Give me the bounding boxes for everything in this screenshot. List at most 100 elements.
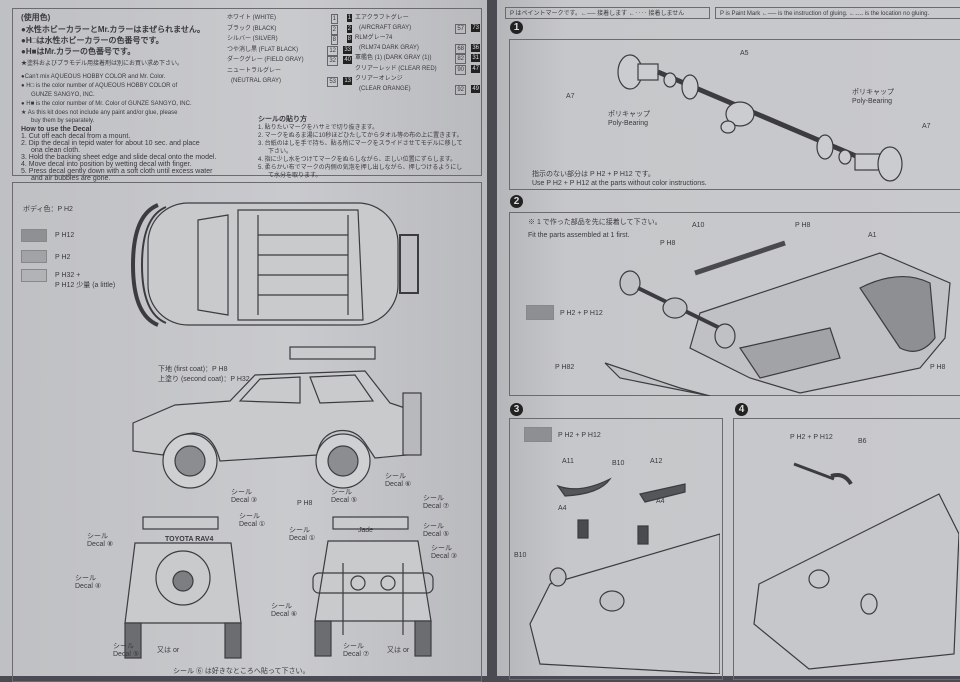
paint-name: 軍艦色 (1) (DARK GRAY (1)) — [355, 55, 432, 61]
floor-assembly-diagram — [753, 462, 959, 670]
decal-word: シール — [231, 489, 252, 496]
body-color-label: ボディ色：P H2 — [23, 206, 73, 213]
decal-en: Decal — [423, 531, 441, 538]
paint-name: RLMグレー74 — [355, 35, 393, 41]
paint-name: ダークグレー (FIELD GRAY) — [227, 57, 304, 63]
aqueous-code: 92 — [455, 85, 466, 95]
aqueous-code: 82 — [455, 54, 466, 64]
car-front-view — [312, 516, 434, 657]
en-line: buy them by separately. — [31, 118, 95, 124]
decal-word: シール — [113, 643, 134, 650]
mr-color-code: 49 — [471, 85, 480, 93]
decal-number: ① — [258, 521, 266, 528]
jp-decal-title: シールの貼り方 — [258, 116, 307, 123]
step4-paint: P H2 + P H12 — [790, 434, 833, 441]
body-painting-panel: ボディ色：P H2 P H12 P H2 P H32 + P H12 少量 (a… — [12, 182, 482, 682]
step1-note-en: Use P H2 + P H12 at the parts without co… — [532, 180, 707, 187]
part-b10: B10 — [612, 460, 625, 467]
decal-note: シール ⑥ は好きなところへ貼って下さい。 — [173, 668, 310, 675]
en-line: ● H□ is the color number of AQUEOUS HOBB… — [21, 83, 178, 89]
jp-decal-step: 1. 貼りたいマークをハサミで切り抜きます。 — [258, 125, 379, 131]
paint-h8-b: P H8 — [795, 222, 811, 229]
part-a4-left: A4 — [558, 505, 567, 512]
color-info-box: (使用色) ●水性ホビーカラーとMr.カラーはまぜられません。 ●H□は水性ホビ… — [12, 8, 482, 182]
aqueous-code: 53 — [327, 76, 338, 87]
decal-step: 3. Hold the backing sheet edge and slide… — [21, 154, 217, 161]
decal-word: シール — [271, 603, 292, 610]
decal-or-label: 又は or — [387, 647, 410, 654]
right-page: P はペイントマークです。←── 接着します ←‥‥ 接着しません P is P… — [497, 0, 960, 680]
mr-color-code: 8 — [346, 35, 352, 43]
decal-number: ③ — [250, 497, 258, 504]
step2-paint: P H2 + P H12 — [560, 310, 603, 317]
car-side-view — [132, 346, 422, 489]
first-coat-label: 下地 (first coat)：P H8 — [158, 366, 228, 373]
step3-paint: P H2 + P H12 — [558, 432, 601, 439]
jp-line: ●H■はMr.カラーの色番号です。 — [21, 47, 136, 56]
aqueous-code: 32 — [327, 56, 338, 66]
decal-number: ⑧ — [106, 541, 114, 548]
aqueous-code: 12 — [327, 45, 338, 56]
decal-word: シール — [431, 545, 452, 552]
poly-jp-right: ポリキャップ — [852, 89, 894, 96]
part-a5: A5 — [740, 50, 749, 57]
decal-word: シール — [423, 495, 444, 502]
step-1-number: 1 — [510, 21, 523, 34]
chassis-diagram — [604, 240, 951, 396]
mr-color-code: 73 — [471, 24, 480, 32]
decal-step: 2. Dip the decal in tepid water for abou… — [21, 140, 200, 147]
step-1-panel: A7 A5 A7 ポリキャップ Poly-Bearing ポリキャップ Poly… — [509, 39, 960, 190]
mr-color-code: 1 — [346, 14, 352, 22]
paint-sub: (CLEAR ORANGE) — [359, 86, 411, 92]
part-b10-left: B10 — [514, 552, 527, 559]
decal-step: and air bubbles are gone. — [31, 175, 111, 182]
step1-note-jp: 指示のない部分は P H2 + P H12 です。 — [532, 171, 655, 178]
paint-name: クリアーレッド (CLEAR RED) — [355, 65, 437, 72]
decal-word: シール — [87, 533, 108, 540]
decal-step: 1. Cut off each decal from a mount. — [21, 133, 131, 140]
mr-color-code: 2 — [346, 24, 352, 33]
jp-decal-step: 5. 柔らかい布でマークの内側の気泡を押し出しながら、押しつけるようにし — [258, 165, 463, 171]
jp-decal-step: 3. 台紙のはしを手で持ち、貼る所にマークをスライドさせてモデルに移して — [258, 141, 463, 147]
part-a1: A1 — [868, 232, 877, 239]
decal-number: ① — [308, 535, 316, 542]
legend-en-text: P is Paint Mark ←── is the instruction o… — [720, 11, 930, 17]
decal-word: シール — [331, 489, 352, 496]
swatch-label: P H32 + — [55, 272, 81, 279]
decal-word: シール — [239, 513, 260, 520]
step-4-number: 4 — [735, 403, 748, 416]
step2-swatch — [526, 305, 554, 320]
mr-color-code: 13 — [343, 76, 352, 85]
decal-en: Decal — [385, 481, 403, 488]
decal-word: シール — [385, 473, 406, 480]
paint-name: ニュートラルグレー — [227, 67, 282, 74]
decal-number: ⑤ — [442, 531, 450, 538]
decal-word: シール — [75, 575, 96, 582]
jp-decal-step: 下さい。 — [268, 149, 293, 155]
mr-color-code: 31 — [471, 54, 480, 62]
legend-jp-text: P はペイントマークです。←── 接着します ←‥‥ 接着しません — [510, 11, 685, 17]
part-a7-right: A7 — [922, 123, 931, 130]
decal-step: ona clean cloth. — [31, 147, 81, 154]
aqueous-code: 68 — [455, 44, 466, 54]
decal-en: Decal — [271, 611, 289, 618]
poly-en-right: Poly-Bearing — [852, 98, 893, 105]
mr-color-code: 40 — [343, 56, 352, 64]
decal-step: 5. Press decal gently down with a soft c… — [21, 168, 213, 175]
poly-jp-left: ポリキャップ — [608, 111, 650, 118]
decal-en: Decal — [75, 583, 93, 590]
part-a11: A11 — [562, 458, 574, 465]
paint-h8-c: P H8 — [930, 364, 946, 371]
suspension-diagram — [529, 477, 720, 674]
